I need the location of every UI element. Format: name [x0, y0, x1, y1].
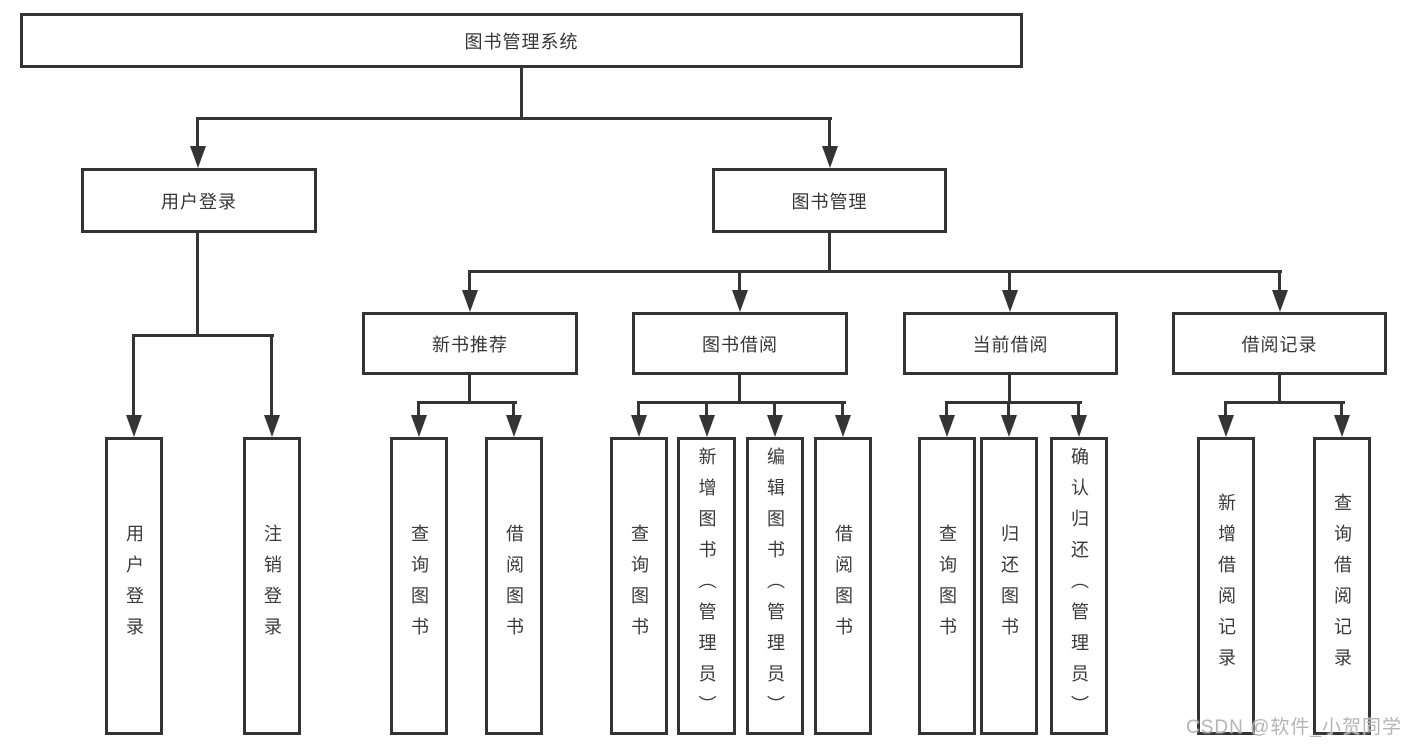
- arrowhead-icon: [1002, 290, 1018, 312]
- connector-arrow-shaft: [637, 401, 640, 418]
- connector-bookmgmt-stem: [828, 233, 831, 273]
- connector-newbooks-bar: [418, 401, 517, 404]
- csdn-watermark: CSDN @软件_小贺同学: [1186, 717, 1402, 738]
- arrowhead-icon: [939, 415, 955, 437]
- connector-bookmgmt-bar: [469, 270, 1282, 273]
- leaf-user-login: 用户登录: [105, 437, 163, 735]
- node-root-label: 图书管理系统: [464, 31, 579, 52]
- arrowhead-icon: [835, 415, 851, 437]
- connector-arrow-shaft: [512, 401, 515, 418]
- connector-current-stem: [1008, 375, 1011, 404]
- node-borrow-records-label: 借阅记录: [1241, 334, 1318, 355]
- connector-arrow-shaft: [841, 401, 844, 418]
- leaf-logout: 注销登录: [243, 437, 301, 735]
- connector-arrow-shaft: [1008, 270, 1011, 292]
- leaf-user-login-label: 用户登录: [124, 524, 144, 648]
- leaf-current-confirm-label: 确认归还（管理员）: [1069, 446, 1089, 726]
- leaf-newbooks-query-label: 查询图书: [409, 524, 429, 648]
- leaf-current-query: 查询图书: [918, 437, 976, 735]
- leaf-borrowing-query: 查询图书: [610, 437, 668, 735]
- arrowhead-icon: [767, 415, 783, 437]
- node-root: 图书管理系统: [20, 13, 1023, 68]
- connector-arrow-shaft: [1007, 401, 1010, 418]
- connector-userlogin-stem: [196, 233, 199, 337]
- connector-arrow-shaft: [828, 117, 831, 150]
- leaf-records-query-label: 查询借阅记录: [1332, 493, 1352, 679]
- node-borrowing: 图书借阅: [632, 312, 848, 375]
- arrowhead-icon: [1334, 415, 1350, 437]
- arrowhead-icon: [699, 415, 715, 437]
- leaf-newbooks-borrow-label: 借阅图书: [504, 524, 524, 648]
- leaf-borrowing-add-label: 新增图书（管理员）: [696, 446, 717, 726]
- connector-borrowing-stem: [738, 375, 741, 404]
- connector-arrow-shaft: [773, 401, 776, 418]
- connector-userlogin-bar: [132, 334, 274, 337]
- leaf-borrowing-query-label: 查询图书: [629, 524, 649, 648]
- leaf-records-query: 查询借阅记录: [1313, 437, 1371, 735]
- leaf-current-return-label: 归还图书: [999, 524, 1019, 648]
- connector-root-bar: [197, 117, 832, 120]
- node-book-mgmt-label: 图书管理: [791, 191, 868, 212]
- connector-records-bar: [1225, 401, 1345, 404]
- leaf-borrowing-edit: 编辑图书（管理员）: [746, 437, 804, 735]
- leaf-borrowing-borrow: 借阅图书: [814, 437, 872, 735]
- arrowhead-icon: [1218, 415, 1234, 437]
- connector-arrow-shaft: [945, 401, 948, 418]
- connector-arrow-shaft: [1077, 401, 1080, 418]
- arrowhead-icon: [1272, 290, 1288, 312]
- connector-arrow-shaft: [1224, 401, 1227, 418]
- arrowhead-icon: [126, 415, 142, 437]
- node-borrowing-label: 图书借阅: [702, 334, 778, 355]
- arrowhead-icon: [822, 146, 838, 168]
- node-borrow-records: 借阅记录: [1172, 312, 1387, 375]
- arrowhead-icon: [732, 290, 748, 312]
- leaf-records-add: 新增借阅记录: [1197, 437, 1255, 735]
- connector-newbooks-stem: [468, 375, 471, 404]
- connector-arrow-shaft: [738, 270, 741, 292]
- node-user-login-label: 用户登录: [161, 191, 237, 212]
- leaf-newbooks-borrow: 借阅图书: [485, 437, 543, 735]
- arrowhead-icon: [506, 415, 522, 437]
- connector-borrowing-bar: [638, 401, 846, 404]
- arrowhead-icon: [264, 415, 280, 437]
- connector-arrow-shaft: [468, 270, 471, 292]
- node-user-login: 用户登录: [81, 168, 317, 233]
- arrowhead-icon: [1001, 415, 1017, 437]
- connector-arrow-shaft: [1340, 401, 1343, 418]
- leaf-borrowing-edit-label: 编辑图书（管理员）: [765, 446, 785, 726]
- arrowhead-icon: [190, 146, 206, 168]
- leaf-newbooks-query: 查询图书: [390, 437, 448, 735]
- leaf-current-return: 归还图书: [980, 437, 1038, 735]
- node-new-books: 新书推荐: [362, 312, 578, 375]
- leaf-records-add-label: 新增借阅记录: [1216, 493, 1236, 679]
- arrowhead-icon: [411, 415, 427, 437]
- node-book-mgmt: 图书管理: [712, 168, 947, 233]
- arrowhead-icon: [1071, 415, 1087, 437]
- arrowhead-icon: [462, 290, 478, 312]
- connector-arrow-shaft: [1278, 270, 1281, 292]
- leaf-current-confirm: 确认归还（管理员）: [1050, 437, 1108, 735]
- connector-arrow-shaft: [196, 117, 199, 150]
- connector-arrow-shaft: [132, 334, 135, 417]
- node-current-borrow-label: 当前借阅: [972, 334, 1049, 355]
- connector-arrow-shaft: [417, 401, 420, 418]
- arrowhead-icon: [631, 415, 647, 437]
- leaf-borrowing-borrow-label: 借阅图书: [833, 524, 853, 648]
- connector-arrow-shaft: [705, 401, 708, 418]
- connector-root-stem: [520, 68, 523, 120]
- connector-current-bar: [946, 401, 1082, 404]
- leaf-borrowing-add: 新增图书（管理员）: [677, 437, 736, 735]
- leaf-logout-label: 注销登录: [262, 524, 282, 648]
- node-new-books-label: 新书推荐: [432, 334, 508, 355]
- connector-records-stem: [1278, 375, 1281, 404]
- node-current-borrow: 当前借阅: [903, 312, 1118, 375]
- leaf-current-query-label: 查询图书: [937, 524, 957, 648]
- connector-arrow-shaft: [270, 334, 273, 417]
